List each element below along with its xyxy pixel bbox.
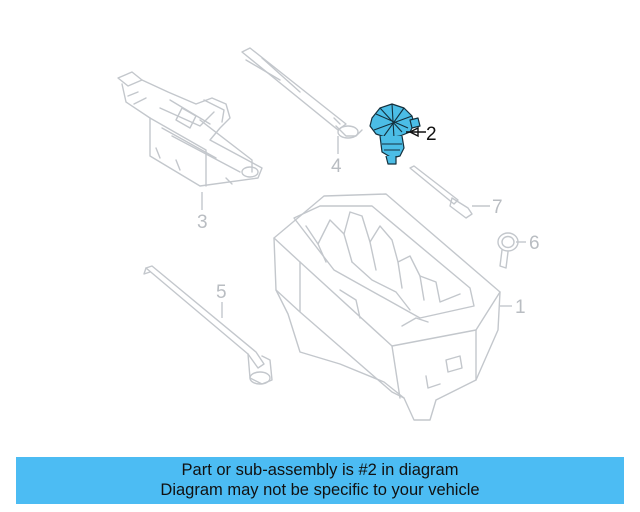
callout-7: 7 [492,197,503,218]
parts-diagram: 2 1 3 4 5 6 7 [117,47,540,421]
caption-banner: Part or sub-assembly is #2 in diagram Di… [16,457,624,504]
callout-leaders [201,126,526,318]
callout-5: 5 [216,282,227,303]
highlighted-part-2 [369,103,421,165]
storage-tray-part [273,193,501,421]
callout-1: 1 [515,297,526,318]
wheel-wrench-part [143,265,273,385]
scissor-jack-part [117,71,263,187]
callout-2: 2 [426,124,437,145]
jack-handle-part [241,47,363,139]
screwdriver-tool-part [409,165,473,219]
callout-labels: 2 1 3 4 5 6 7 [197,124,540,318]
callout-6: 6 [529,233,540,254]
callout-3: 3 [197,212,208,233]
callout-4: 4 [331,156,342,177]
caption-line-1: Part or sub-assembly is #2 in diagram [181,461,459,479]
caption-line-2: Diagram may not be specific to your vehi… [160,481,480,499]
ring-clip-part [497,232,519,269]
